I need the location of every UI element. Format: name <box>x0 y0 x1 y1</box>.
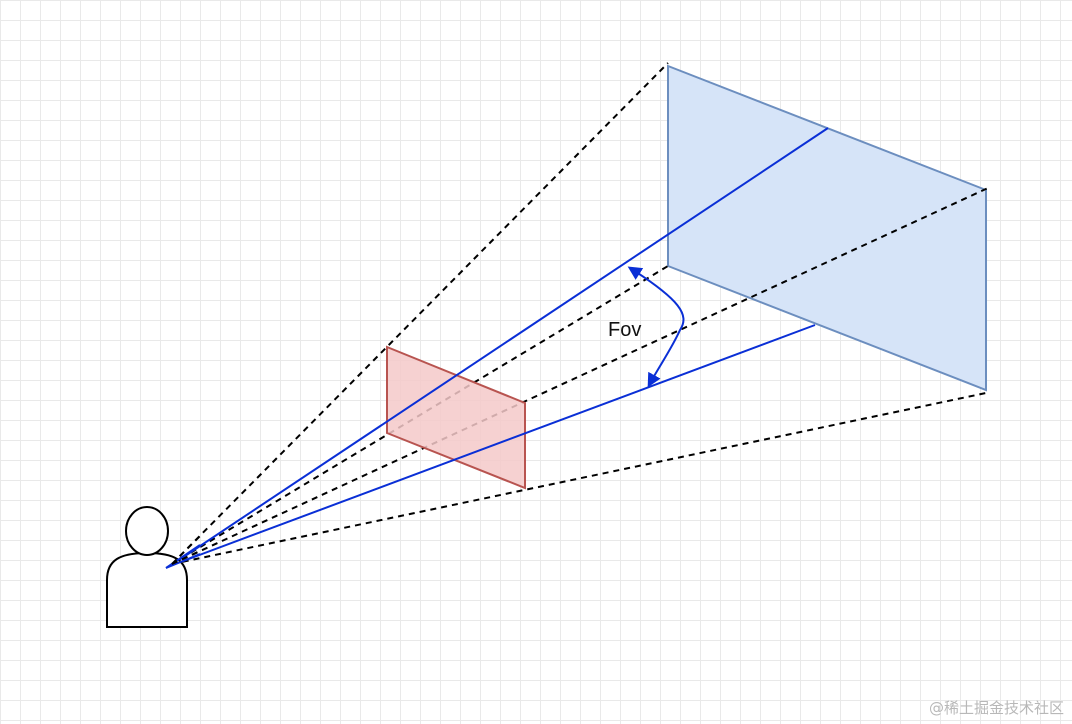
far-clipping-plane <box>667 64 987 392</box>
watermark-text: @稀土掘金技术社区 <box>928 699 1064 717</box>
fov-lines <box>169 127 829 567</box>
fov-line-lower <box>169 324 816 567</box>
fov-angle-arc <box>627 266 685 388</box>
viewer-person-icon <box>106 506 188 628</box>
near-clipping-plane <box>386 345 526 490</box>
frustum-edges-origin <box>171 535 201 565</box>
frustum-edge-top-left <box>171 62 669 565</box>
fov-label: Fov <box>608 319 641 341</box>
viewer-head <box>125 506 169 556</box>
frustum-edge-bottom-right <box>171 392 987 565</box>
fov-line-upper <box>169 127 829 567</box>
fov-lines-origin <box>165 544 201 569</box>
frustum-edge-top-right <box>171 187 989 565</box>
